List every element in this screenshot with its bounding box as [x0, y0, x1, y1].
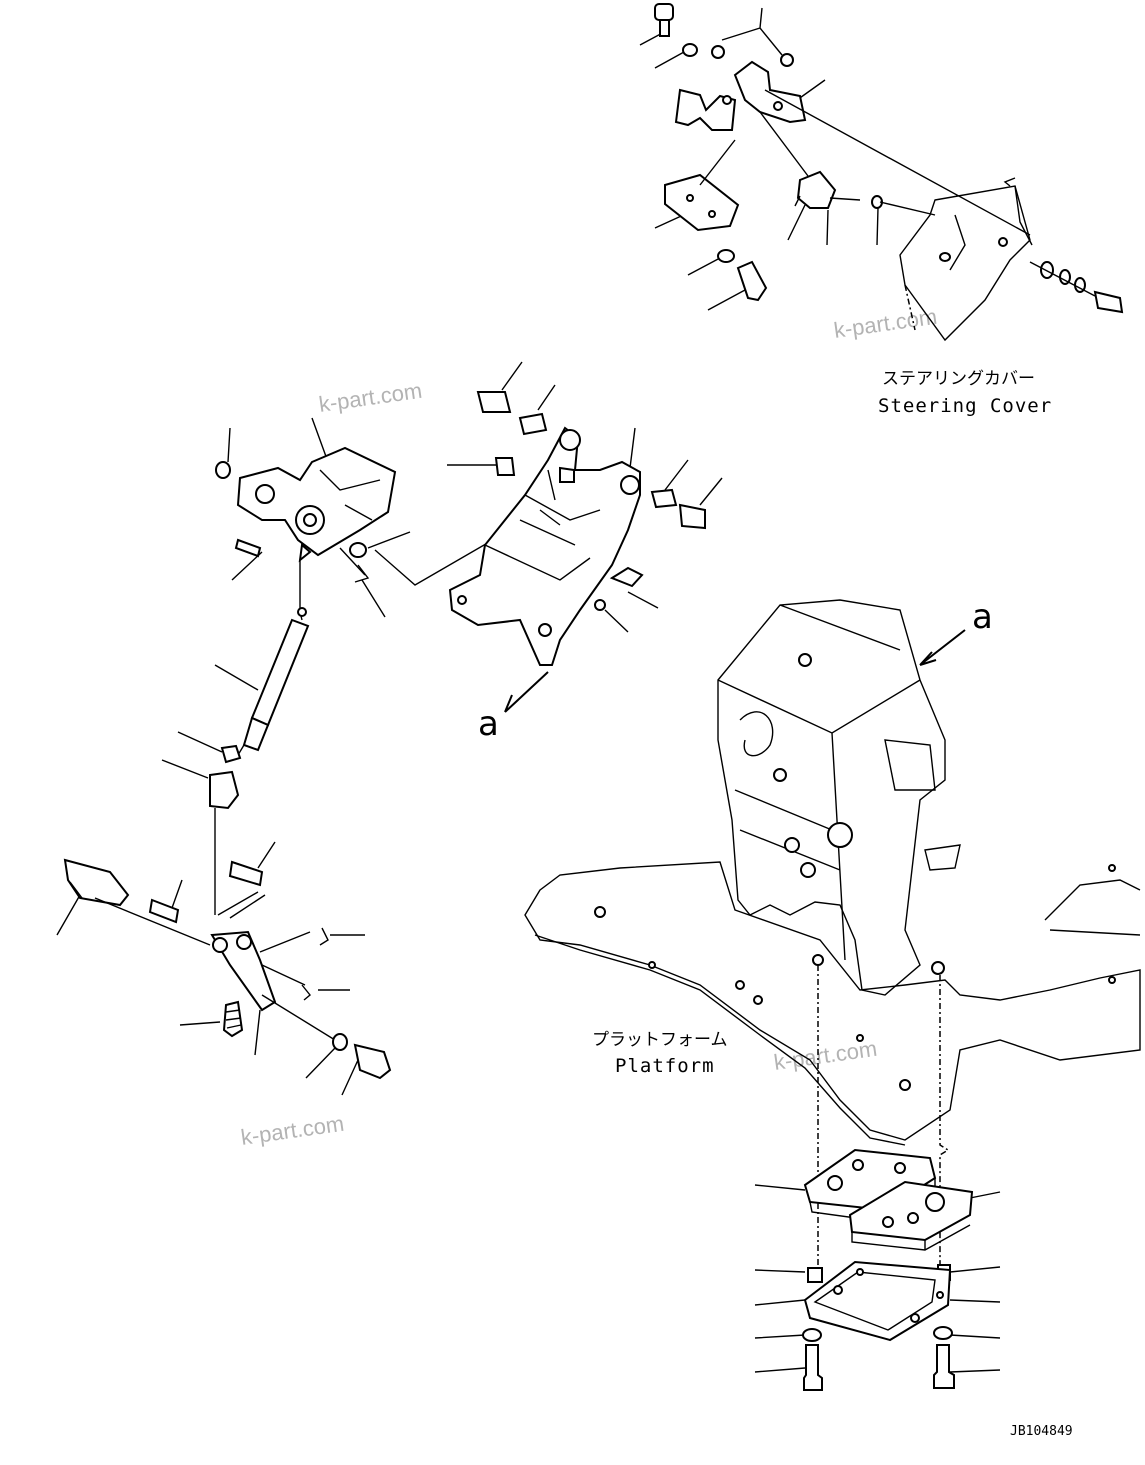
hinge-bracket: [236, 446, 397, 557]
steering-cover-label-en: Steering Cover: [878, 395, 1052, 417]
bolt: [609, 566, 644, 588]
cotter-pin: [301, 927, 329, 1001]
bushing: [518, 412, 548, 436]
pedal-group: [56, 841, 392, 1096]
nut: [711, 45, 725, 59]
lever: [210, 930, 277, 1012]
mount-pad-group: [754, 1148, 1001, 1391]
washer: [215, 461, 231, 479]
nut: [780, 53, 794, 67]
gas-spring: [250, 618, 310, 727]
steering-column-housing: [717, 599, 946, 996]
bushing: [494, 457, 516, 476]
view-arrow-label-right: a: [972, 597, 993, 637]
bolt: [1093, 290, 1124, 314]
bolt: [678, 503, 706, 530]
bracket: [674, 88, 737, 131]
switch: [796, 170, 837, 209]
bolt: [736, 260, 768, 302]
pin: [228, 860, 264, 887]
bushing: [476, 391, 512, 413]
bolt: [353, 1043, 392, 1080]
pedal-mount-bracket: [448, 426, 641, 666]
platform-label-jp: プラットフォーム: [592, 1030, 728, 1050]
o-ring: [349, 542, 367, 558]
bolt: [654, 3, 674, 21]
view-arrow-label: a: [478, 704, 499, 744]
plate: [664, 173, 740, 232]
pin: [148, 898, 180, 924]
washer: [332, 1033, 348, 1051]
nut: [220, 744, 242, 764]
bolt: [803, 1344, 823, 1391]
watermark-mid-left: k-part.com: [317, 378, 423, 417]
washer: [802, 1328, 822, 1342]
washer: [717, 249, 735, 263]
bushing: [650, 488, 678, 509]
spacer: [807, 1267, 823, 1283]
steering-cover-label-jp: ステアリングカバー: [882, 369, 1035, 389]
view-arrow: [504, 671, 549, 713]
clevis: [209, 770, 240, 810]
watermark-bottom-left: k-part.com: [239, 1111, 345, 1150]
washer: [933, 1326, 953, 1340]
pedal: [63, 858, 130, 907]
bolt: [933, 1344, 955, 1389]
nut: [594, 599, 606, 611]
platform-label-en: Platform: [615, 1055, 715, 1077]
washer: [682, 43, 698, 57]
steering-cover-group: ステアリングカバー Steering Cover: [639, 3, 1124, 417]
platform: [524, 861, 1141, 1141]
hinge-bracket-group: [161, 417, 511, 915]
steering-cover: [899, 185, 1031, 342]
washer: [1040, 261, 1054, 279]
pedal-mount-group: a: [447, 361, 723, 744]
drawing-code: JB104849: [1010, 1424, 1073, 1439]
pin: [234, 538, 262, 558]
